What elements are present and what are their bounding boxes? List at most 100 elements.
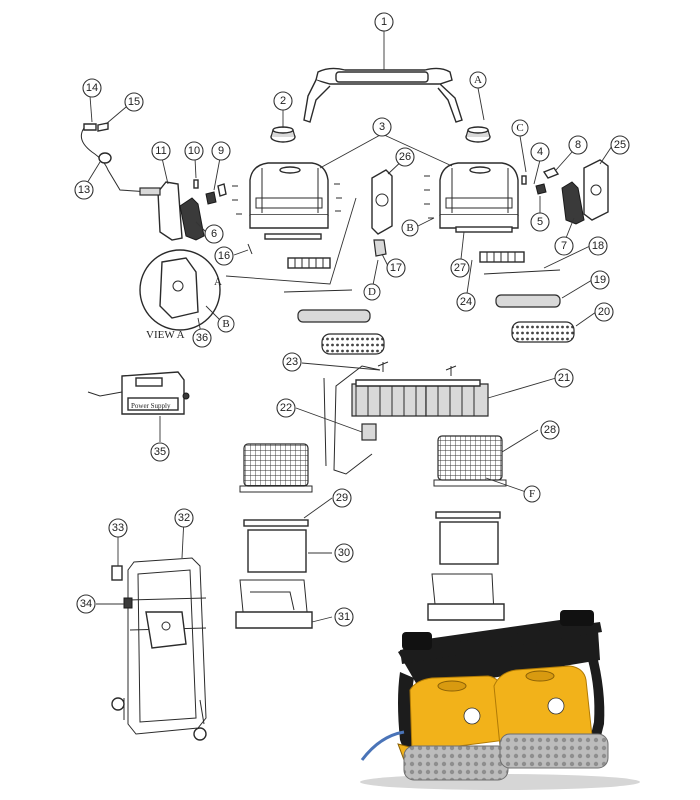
- svg-text:F: F: [529, 488, 535, 500]
- handle-part: [303, 67, 463, 123]
- svg-text:21: 21: [558, 372, 570, 384]
- svg-text:35: 35: [154, 446, 166, 458]
- drive-pulley-left: [179, 197, 205, 241]
- svg-text:27: 27: [454, 262, 466, 274]
- ref-b-view: B: [217, 315, 235, 333]
- callout-28: 28: [540, 420, 560, 440]
- svg-text:19: 19: [594, 274, 606, 286]
- housing-screws: [232, 175, 434, 219]
- svg-text:33: 33: [112, 522, 124, 534]
- callout-27: 27: [450, 258, 470, 278]
- callout-8: 8: [568, 135, 588, 155]
- svg-text:31: 31: [338, 611, 350, 623]
- leader-lines: [83, 30, 613, 623]
- svg-text:14: 14: [86, 82, 98, 94]
- svg-text:36: 36: [196, 332, 208, 344]
- callout-35: 35: [150, 442, 170, 462]
- svg-text:1: 1: [381, 16, 387, 28]
- callout-2: 2: [273, 91, 293, 111]
- svg-text:11: 11: [155, 145, 166, 157]
- caddy-cart: [111, 557, 207, 741]
- svg-text:29: 29: [336, 492, 348, 504]
- callout-24: 24: [456, 292, 476, 312]
- svg-text:30: 30: [338, 547, 350, 559]
- filter-stack-right: [427, 435, 507, 621]
- callout-33: 33: [108, 518, 128, 538]
- callout-13: 13: [74, 180, 94, 200]
- callout-18: 18: [588, 236, 608, 256]
- impeller-cap-left: [270, 126, 296, 143]
- ref-a-left: A: [214, 276, 222, 288]
- side-plate-left: [157, 181, 183, 241]
- callout-29: 29: [332, 488, 352, 508]
- ref-c: C: [511, 119, 529, 137]
- brush-rollers: [297, 294, 575, 355]
- svg-text:D: D: [368, 286, 376, 298]
- callout-25: 25: [610, 135, 630, 155]
- callout-15: 15: [124, 92, 144, 112]
- ref-b-right: B: [401, 219, 419, 237]
- svg-text:15: 15: [128, 96, 140, 108]
- side-plate-middle: [371, 169, 393, 235]
- callout-20: 20: [594, 302, 614, 322]
- callout-10: 10: [184, 141, 204, 161]
- svg-text:32: 32: [178, 512, 190, 524]
- svg-text:28: 28: [544, 424, 556, 436]
- filter-body-pair: [351, 379, 489, 417]
- callout-22: 22: [276, 398, 296, 418]
- cable-swivel-assembly: [80, 122, 161, 196]
- svg-text:4: 4: [537, 146, 543, 158]
- power-supply-label: Power Supply: [131, 402, 171, 410]
- filter-stack-left: [235, 443, 313, 629]
- view-a-detail: VIEW A: [139, 249, 221, 341]
- motor-housing-right: [439, 162, 519, 229]
- callout-4: 4: [530, 142, 550, 162]
- callout-16: 16: [214, 246, 234, 266]
- callout-14: 14: [82, 78, 102, 98]
- svg-text:2: 2: [280, 95, 286, 107]
- callout-19: 19: [590, 270, 610, 290]
- hose-assembly: [323, 361, 457, 475]
- callout-17: 17: [386, 258, 406, 278]
- ref-f: F: [523, 485, 541, 503]
- small-hardware: [193, 167, 560, 205]
- svg-text:5: 5: [537, 216, 543, 228]
- callout-21: 21: [554, 368, 574, 388]
- svg-text:A: A: [214, 276, 222, 288]
- svg-text:25: 25: [614, 139, 626, 151]
- power-supply: Power Supply: [87, 371, 190, 415]
- svg-text:34: 34: [80, 598, 92, 610]
- svg-text:26: 26: [399, 151, 411, 163]
- svg-text:24: 24: [460, 296, 472, 308]
- side-plate-right: [583, 159, 609, 221]
- misc-parts: [247, 226, 561, 293]
- callout-1: 1: [374, 12, 394, 32]
- callout-26: 26: [395, 147, 415, 167]
- svg-text:23: 23: [286, 356, 298, 368]
- svg-text:16: 16: [218, 250, 230, 262]
- svg-text:C: C: [516, 122, 523, 134]
- svg-text:B: B: [222, 318, 229, 330]
- callout-23: 23: [282, 352, 302, 372]
- view-a-label: VIEW A: [146, 329, 185, 341]
- svg-text:20: 20: [598, 306, 610, 318]
- svg-text:6: 6: [211, 228, 217, 240]
- drive-pulley-right: [561, 181, 585, 225]
- ref-a-top: A: [469, 71, 487, 89]
- callout-5: 5: [530, 212, 550, 232]
- svg-text:13: 13: [78, 184, 90, 196]
- callout-36: 36: [192, 328, 212, 348]
- callout-30: 30: [334, 543, 354, 563]
- svg-text:9: 9: [218, 145, 224, 157]
- svg-text:B: B: [406, 222, 413, 234]
- callout-3: 3: [372, 117, 392, 137]
- callout-32: 32: [174, 508, 194, 528]
- motor-housing-left: [249, 162, 329, 229]
- impeller-cap-right: [465, 126, 491, 143]
- svg-text:10: 10: [188, 145, 200, 157]
- callout-9: 9: [211, 141, 231, 161]
- callout-11: 11: [151, 141, 171, 161]
- callout-6: 6: [204, 224, 224, 244]
